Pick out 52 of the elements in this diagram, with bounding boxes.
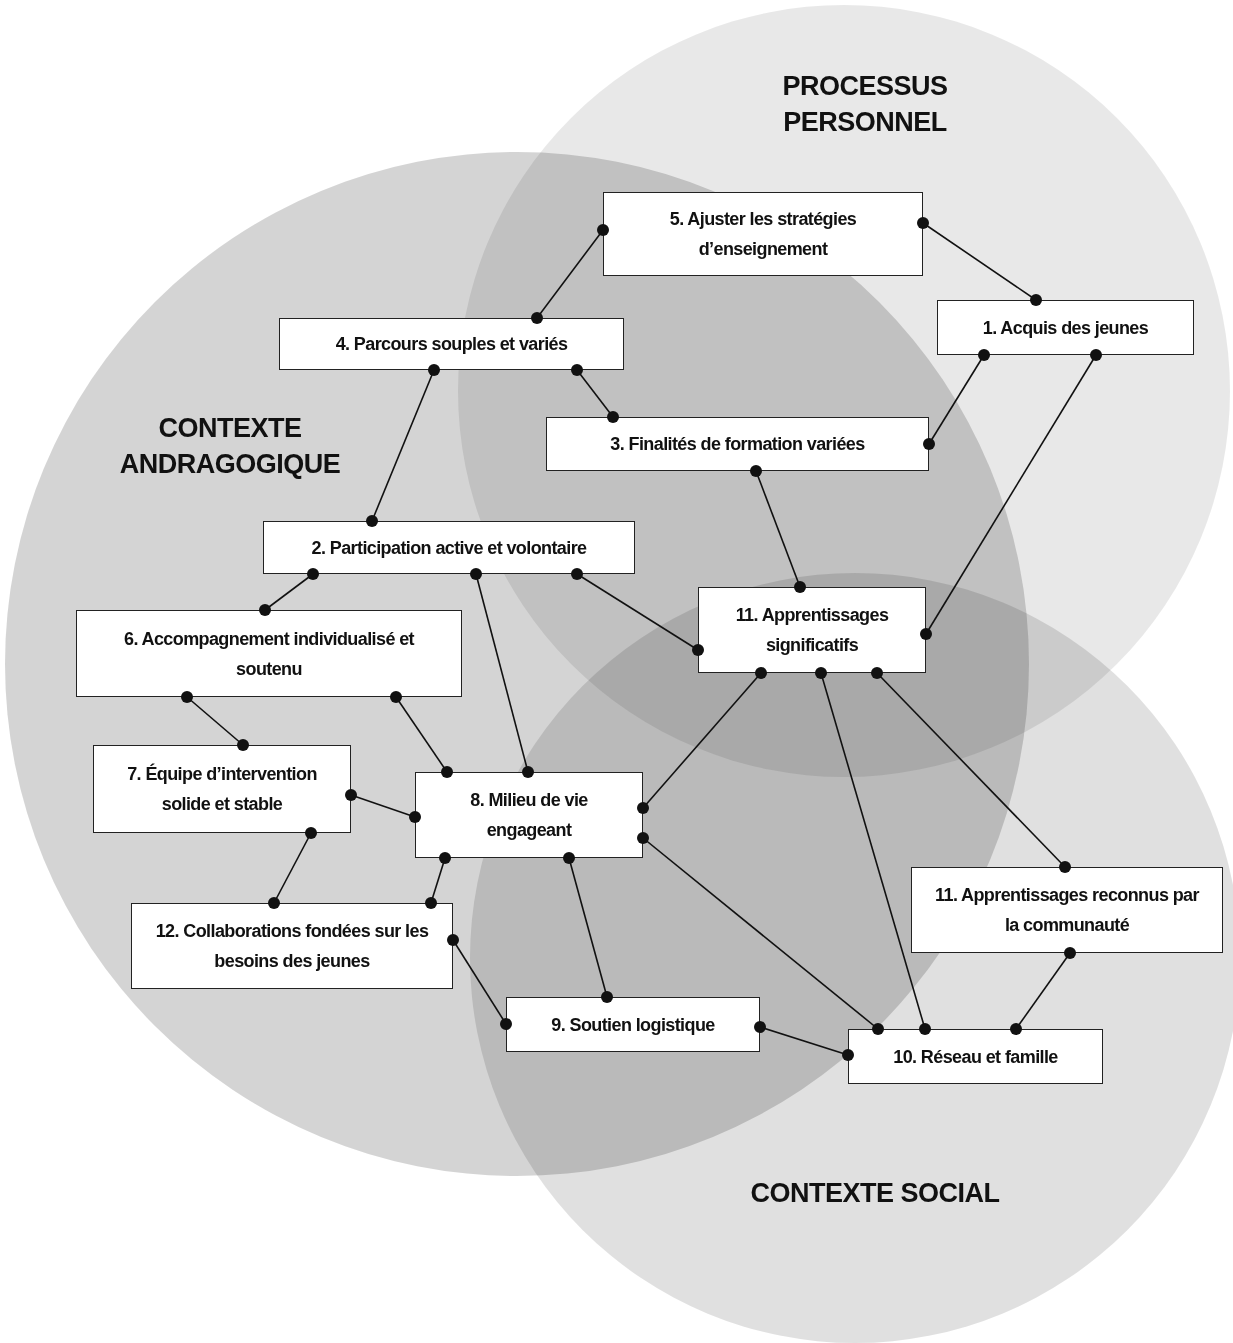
process-box	[546, 417, 929, 471]
connector-line	[390, 691, 453, 778]
connector-line	[531, 224, 609, 324]
connector-line	[815, 667, 931, 1035]
process-box	[848, 1029, 1103, 1084]
box-label: 7. Équipe d’intervention solide et stable	[126, 762, 318, 816]
process-box	[279, 318, 624, 370]
connector-line	[637, 832, 884, 1035]
box-label: 4. Parcours souples et variés	[335, 333, 568, 356]
process-box	[263, 521, 635, 574]
circle-heading: CONTEXTE SOCIAL	[749, 1177, 1001, 1210]
connector-line	[871, 667, 1071, 873]
box-label: 6. Accompagnement individualisé et soutenu	[123, 627, 416, 681]
process-box	[603, 192, 923, 276]
box-label: 12. Collaborations fondées sur les besoins des jeunes	[154, 920, 430, 973]
connector-line	[637, 667, 767, 814]
connector-line	[425, 852, 451, 909]
connector-line	[917, 217, 1042, 306]
connector-line	[571, 364, 619, 423]
box-label: 2. Participation active et volontaire	[311, 536, 587, 560]
connector-line	[754, 1021, 854, 1061]
box-label: 9. Soutien logistique	[551, 1013, 715, 1037]
process-box	[698, 587, 926, 673]
connector-line	[750, 465, 806, 593]
process-box	[76, 610, 462, 697]
process-box	[415, 772, 643, 858]
connector-line	[920, 349, 1102, 640]
connector-line	[470, 568, 534, 778]
box-label: 3. Finalités de formation variées	[610, 433, 865, 456]
connector-line	[1010, 947, 1076, 1035]
circle-heading: CONTEXTE ANDRAGOGIQUE	[118, 412, 342, 481]
connector-line	[571, 568, 704, 656]
box-label: 1. Acquis des jeunes	[982, 316, 1149, 340]
box-label: 5. Ajuster les stratégies d’enseignement	[668, 208, 858, 261]
box-label: 8. Milieu de vie engageant	[469, 789, 589, 842]
process-box	[131, 903, 453, 989]
connector-line	[563, 852, 613, 1003]
process-box	[93, 745, 351, 833]
connector-line	[345, 789, 421, 823]
box-label: 10. Réseau et famille	[893, 1045, 1058, 1069]
connector-line	[259, 568, 319, 616]
connector-line	[181, 691, 249, 751]
box-label: 11. Apprentissages reconnus par la communauté	[934, 884, 1201, 937]
connector-line	[447, 934, 512, 1030]
circle-heading: PROCESSUS PERSONNEL	[781, 70, 949, 139]
process-box	[937, 300, 1194, 355]
process-box	[911, 867, 1223, 953]
box-label: 11. Apprentissages significatifs	[734, 604, 890, 657]
connector-line	[366, 364, 440, 527]
connector-line	[923, 349, 990, 450]
process-box	[506, 997, 760, 1052]
connector-line	[268, 827, 317, 909]
